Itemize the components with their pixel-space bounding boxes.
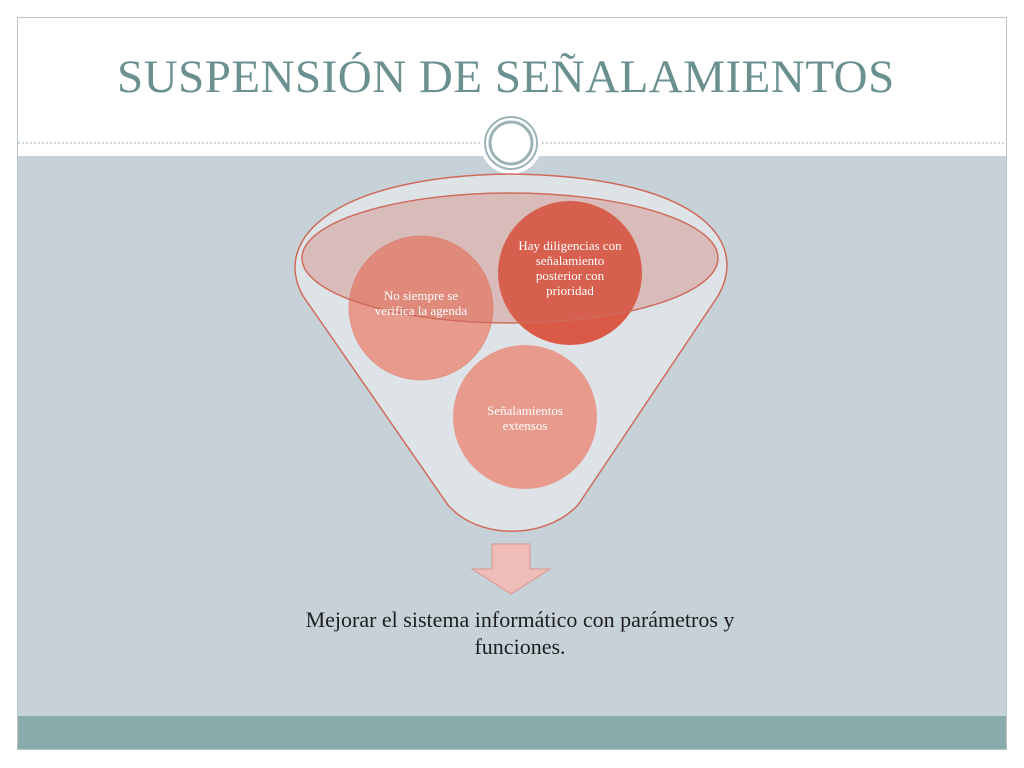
bubble-label-extensos: Señalamientos extensos bbox=[487, 403, 563, 433]
funnel-mouth bbox=[301, 192, 719, 324]
arrow-down-icon bbox=[470, 543, 552, 595]
bubble-no-verifica bbox=[349, 236, 493, 380]
bubble-label-hay-diligencias: Hay diligencias con señalamiento posteri… bbox=[518, 238, 622, 298]
footer-band bbox=[18, 716, 1006, 749]
slide-title: SUSPENSIÓN DE SEÑALAMIENTOS bbox=[117, 51, 895, 103]
funnel-result-text: Mejorar el sistema informático con parám… bbox=[305, 607, 735, 659]
bubble-hay-diligencias bbox=[498, 201, 642, 345]
ring-ornament-inner bbox=[488, 120, 534, 166]
bubble-no-verifica-rim bbox=[348, 235, 494, 381]
bubble-extensos bbox=[453, 345, 597, 489]
bubble-label-no-verifica: No siempre se verifica la agenda bbox=[374, 288, 468, 318]
ring-ornament-outer bbox=[484, 116, 538, 170]
